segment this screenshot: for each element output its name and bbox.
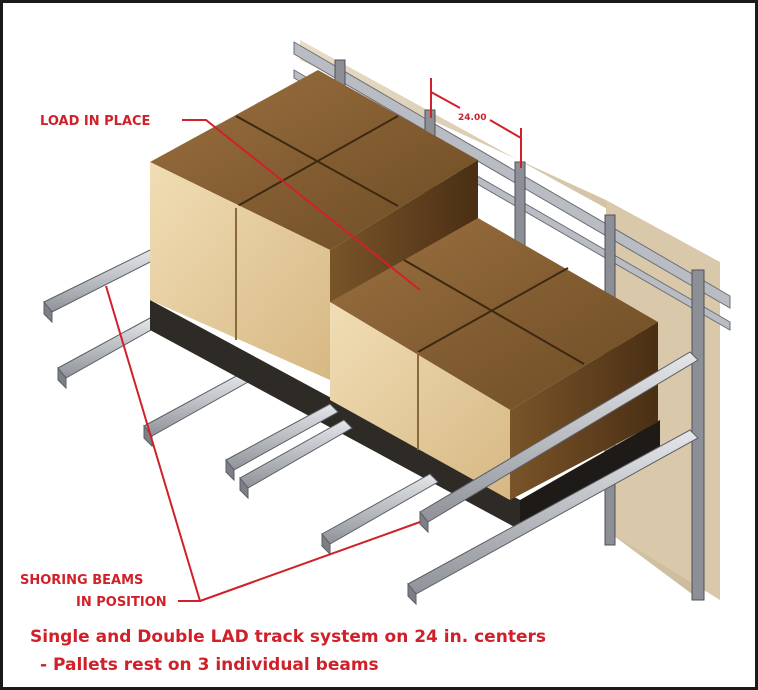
shoring-beams-front — [225, 351, 699, 606]
load-stack-rear — [150, 70, 478, 380]
load-stack-front — [330, 218, 658, 500]
load-in-place-label: LOAD IN PLACE — [40, 114, 150, 129]
callout-lines — [105, 119, 421, 602]
shoring-beams-left — [43, 249, 249, 448]
caption-line-2: - Pallets rest on 3 individual beams — [40, 655, 379, 675]
caption-line-1: Single and Double LAD track system on 24… — [30, 627, 546, 647]
dimension-callout — [430, 78, 522, 168]
shoring-beams-label: SHORING BEAMS — [20, 573, 143, 588]
dimension-label: 24.00 — [458, 113, 486, 123]
in-position-label: IN POSITION — [76, 595, 167, 610]
pallet — [150, 300, 660, 530]
